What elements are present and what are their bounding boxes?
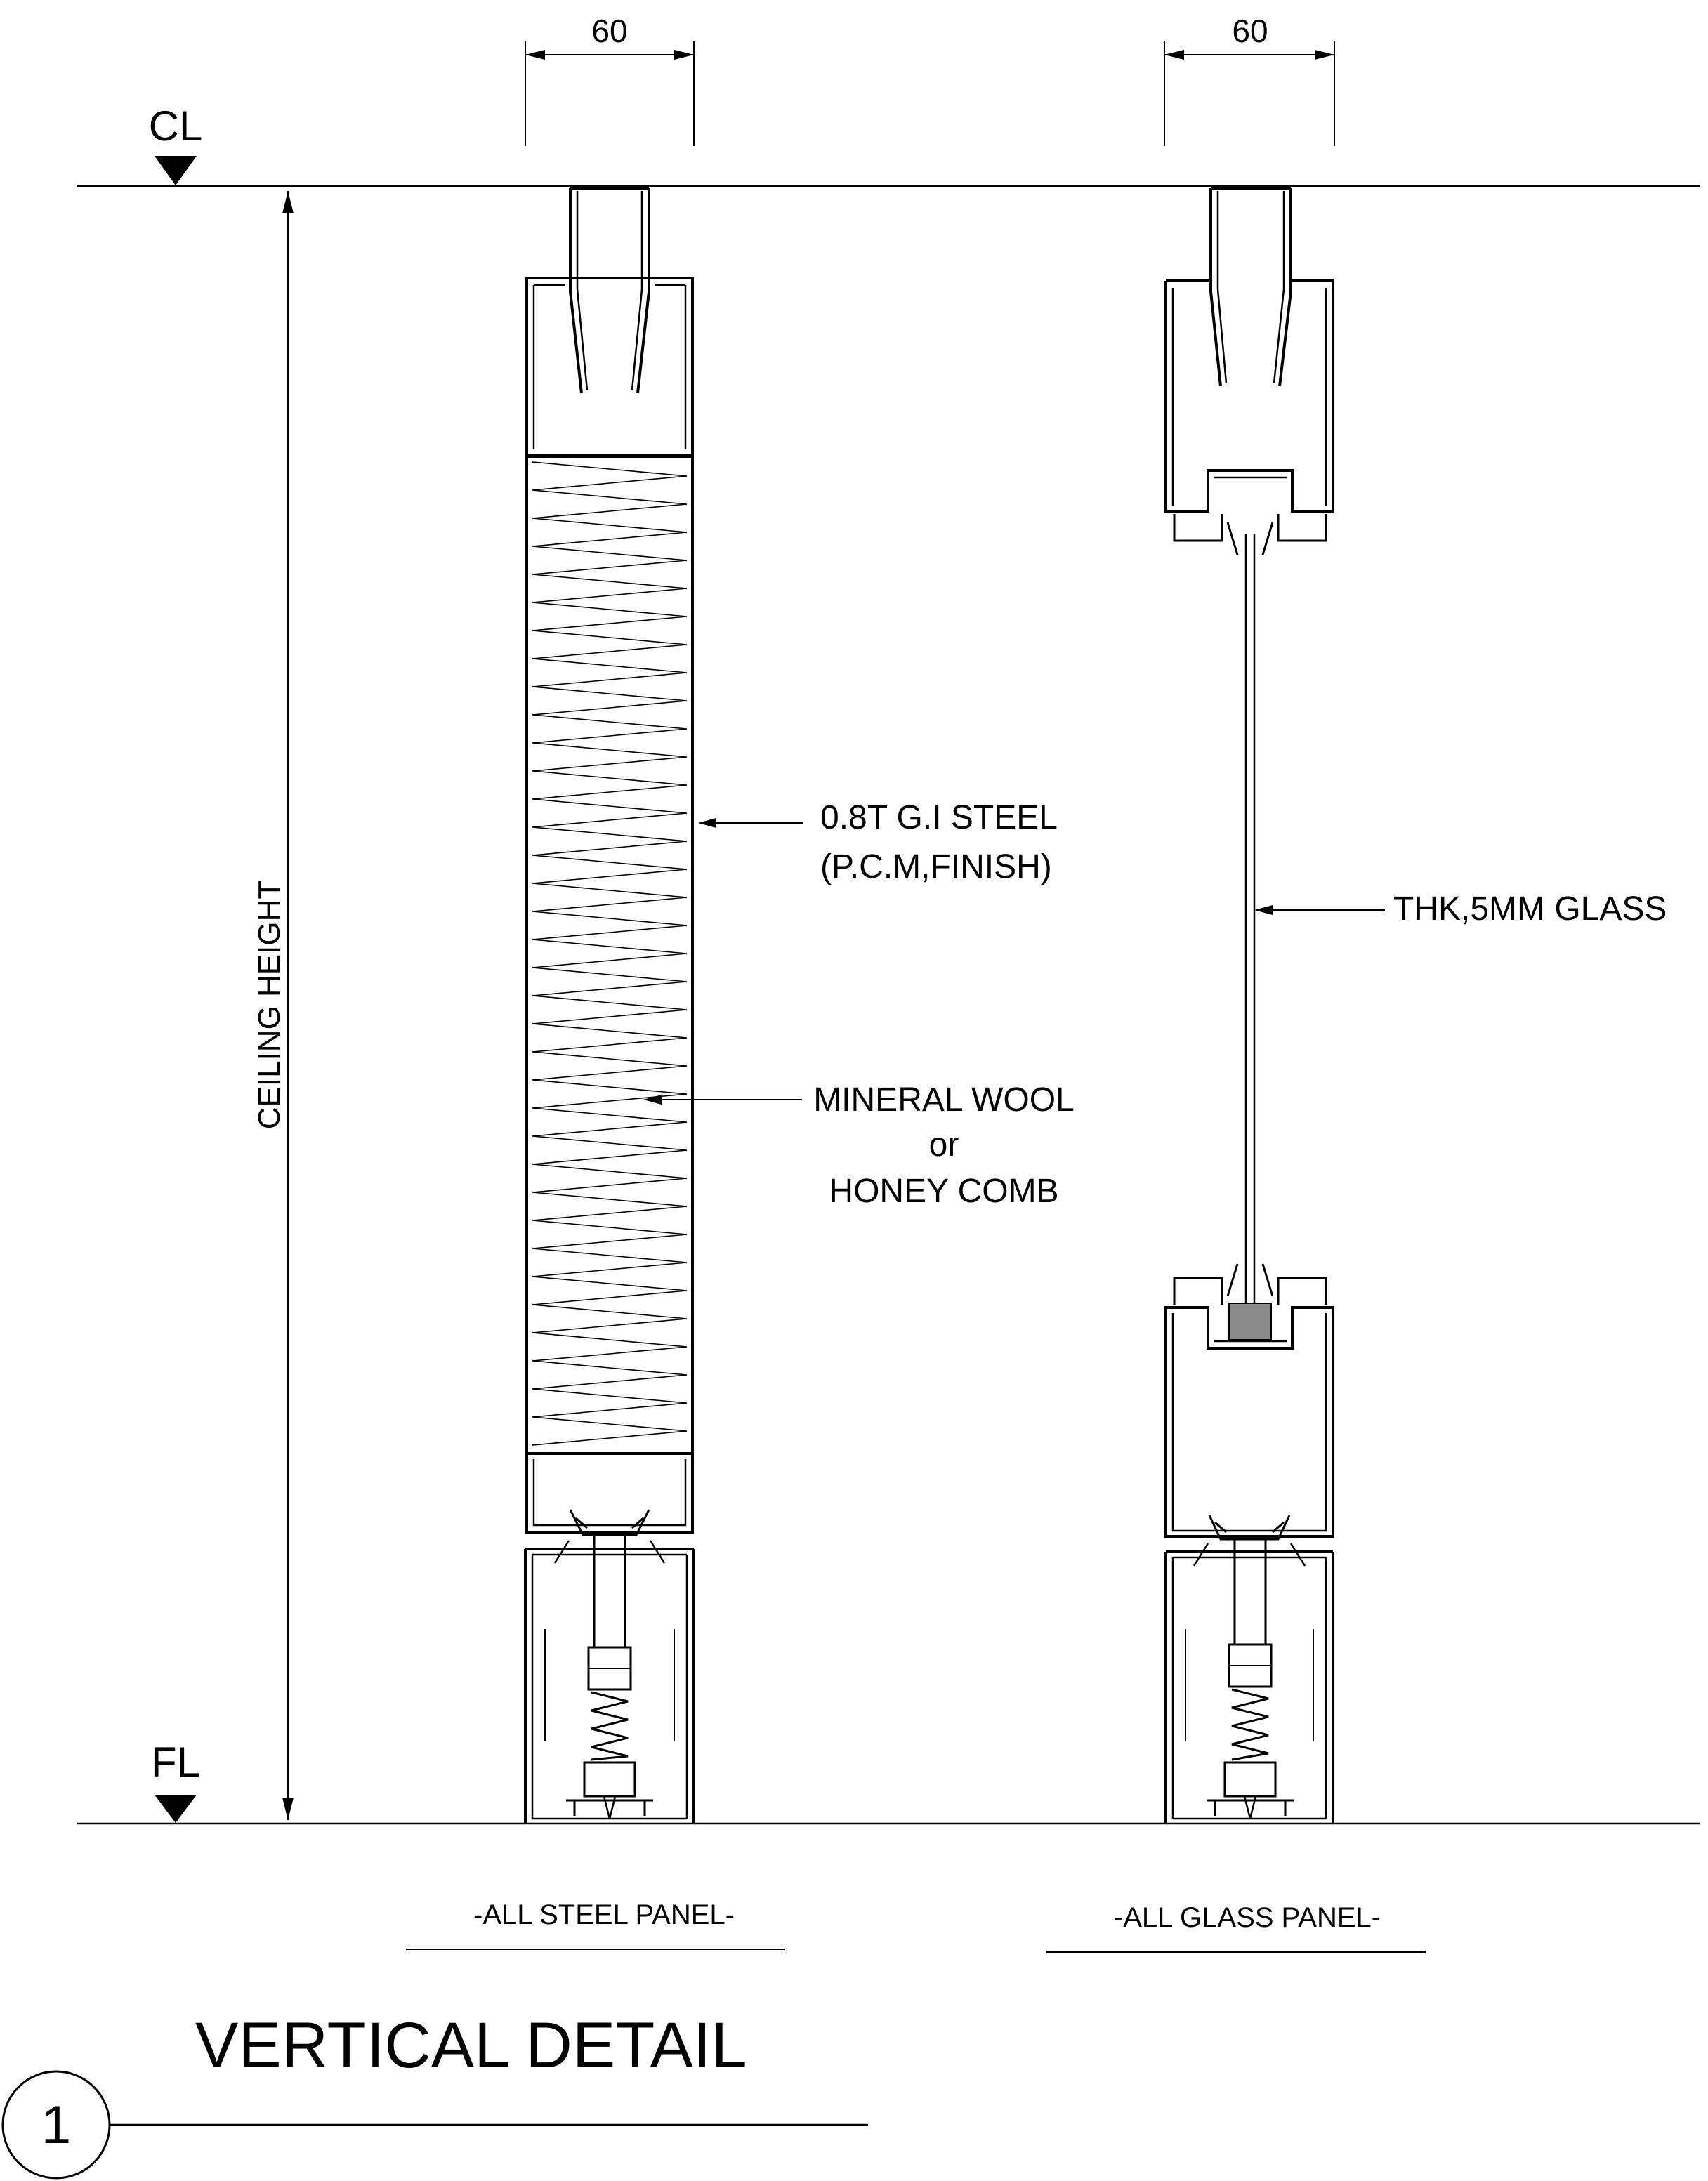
steel-base-assembly: [524, 1509, 695, 1823]
glass-bottom-frame: [1164, 1306, 1334, 1538]
glass-callout-leader: [1254, 905, 1385, 915]
steel-panel-label: -ALL STEEL PANEL-: [473, 1899, 735, 1930]
steel-top-frame: [525, 277, 694, 456]
floor-level-label: FL: [151, 1739, 200, 1786]
glass-panel-label: -ALL GLASS PANEL-: [1114, 1902, 1381, 1933]
detail-number: 1: [41, 2095, 71, 2155]
ceiling-height-dimension: CEILING HEIGHT: [252, 191, 294, 1820]
ceiling-level-marker: [155, 156, 197, 185]
steel-panel: [524, 187, 695, 1823]
glass-top-frame: [1164, 279, 1334, 513]
steel-width-dimension: 60: [525, 13, 695, 146]
glass-callout: THK,5MM GLASS: [1393, 890, 1667, 928]
wool-callout-line3: HONEY COMB: [829, 1173, 1058, 1210]
ceiling-height-label: CEILING HEIGHT: [252, 881, 287, 1130]
steel-width-label: 60: [591, 13, 627, 49]
glass-setting-block: [1228, 1303, 1272, 1340]
wool-zigzag: [532, 461, 688, 1446]
steel-callout-line2: (P.C.M,FINISH): [820, 848, 1052, 885]
floor-level-marker: [155, 1795, 197, 1823]
glass-top-channel: [1209, 187, 1292, 387]
wool-callout-line1: MINERAL WOOL: [813, 1081, 1075, 1119]
glass-width-label: 60: [1232, 13, 1268, 49]
steel-bottom-frame: [525, 1452, 694, 1534]
glass-panel: [1164, 187, 1334, 1823]
glass-width-dimension: 60: [1164, 13, 1335, 146]
ceiling-level-label: CL: [149, 103, 203, 150]
steel-callout-line1: 0.8T G.I STEEL: [820, 799, 1058, 836]
wool-callout-line2: or: [929, 1126, 959, 1164]
steel-callout-leader: [698, 818, 803, 828]
mineral-wool-hatch: [532, 461, 688, 1446]
steel-top-channel: [569, 187, 650, 394]
glass-base-assembly: [1164, 1515, 1334, 1823]
wool-callout-leader: [643, 1095, 802, 1105]
glass-pane: [1244, 534, 1256, 1306]
drawing-title: VERTICAL DETAIL: [195, 2010, 747, 2081]
